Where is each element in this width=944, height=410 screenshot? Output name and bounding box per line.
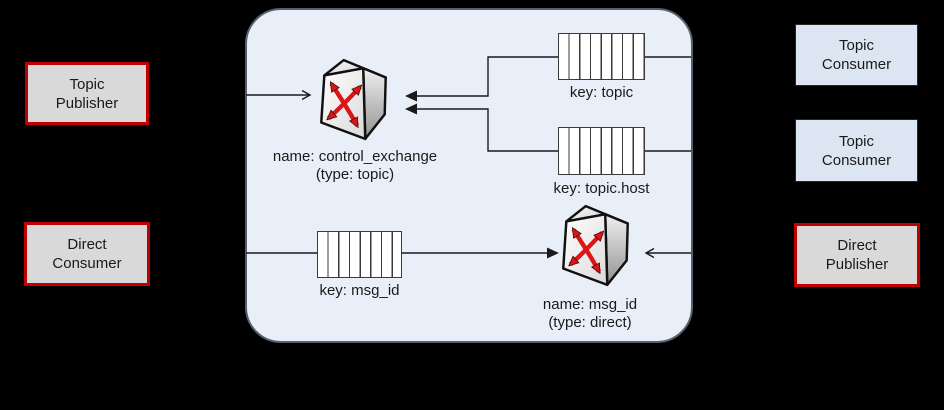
direct-exchange-icon (560, 202, 632, 290)
queue-label-msg-id: key: msg_id (319, 282, 400, 299)
topic-consumer-2-label-line1: Topic (838, 132, 875, 150)
queue-icon-msg-id (317, 231, 402, 278)
queue-label-topic-host: key: topic.host (553, 180, 650, 197)
queue-icon-topic-host (558, 127, 645, 175)
direct-publisher-label-line2: Publisher (825, 256, 889, 273)
queue-icon-topic (558, 33, 645, 80)
direct-exchange-label: name: msg_id (type: direct) (490, 296, 690, 332)
topic-exchange-icon (318, 56, 390, 144)
topic-publisher-box: Topic Publisher (25, 62, 149, 125)
topic-consumer-2-label-line2: Consumer (821, 151, 892, 169)
topic-consumer-1-label-line2: Consumer (821, 56, 892, 73)
direct-publisher-box: Direct Publisher (794, 223, 920, 287)
topic-consumer-1-label-line1: Topic (838, 37, 875, 54)
direct-consumer-label-line2: Consumer (52, 255, 122, 272)
direct-consumer-box: Direct Consumer (24, 222, 150, 286)
direct-consumer-label-line1: Direct (67, 236, 107, 253)
queue-label-topic: key: topic (569, 84, 634, 101)
topic-publisher-label-line1: Topic (69, 75, 105, 93)
topic-consumer-box-2: Topic Consumer (795, 119, 918, 182)
direct-exchange-name: name: msg_id (542, 296, 638, 313)
direct-publisher-label-line1: Direct (837, 237, 877, 254)
topic-exchange-label: name: control_exchange (type: topic) (255, 148, 455, 184)
topic-consumer-box-1: Topic Consumer (795, 24, 918, 86)
topic-exchange-type: (type: topic) (315, 166, 395, 183)
topic-exchange-name: name: control_exchange (272, 148, 438, 165)
topic-publisher-label-line2: Publisher (55, 94, 119, 112)
direct-exchange-type: (type: direct) (548, 314, 632, 331)
